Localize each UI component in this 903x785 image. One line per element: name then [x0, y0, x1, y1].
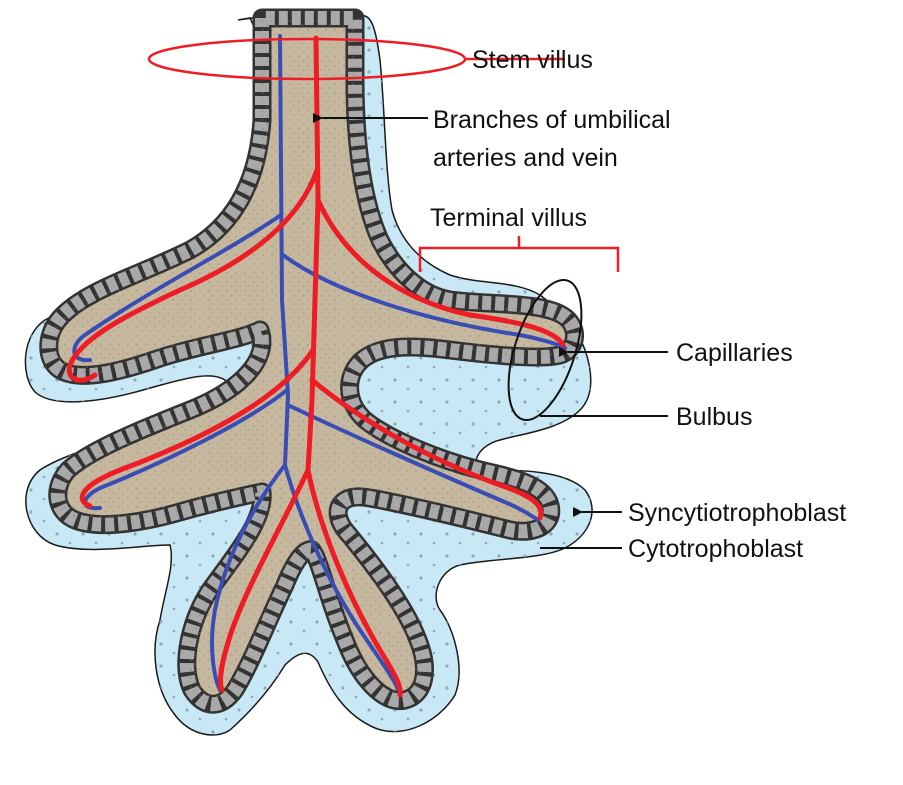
label-branches-line1: Branches of umbilical: [433, 106, 671, 134]
label-bulbus: Bulbus: [676, 403, 752, 431]
label-capillaries: Capillaries: [676, 339, 793, 367]
label-stem-villus: Stem villus: [472, 46, 593, 74]
label-syncytiotrophoblast: Syncytiotrophoblast: [628, 499, 846, 527]
label-cytotrophoblast: Cytotrophoblast: [628, 535, 803, 563]
terminal-villus-bracket: [420, 236, 618, 272]
label-branches-line2: arteries and vein: [433, 144, 618, 172]
label-terminal-villus: Terminal villus: [430, 204, 587, 232]
